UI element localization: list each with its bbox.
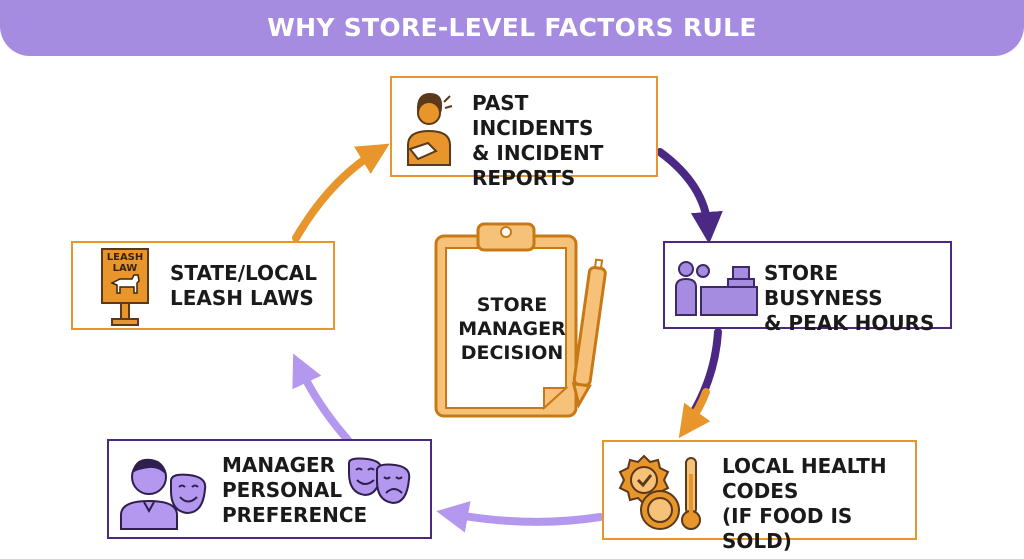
- store-busyness-label: STORE BUSYNESS & PEAK HOURS: [764, 261, 935, 335]
- arrow-health-to-manager: [436, 501, 604, 533]
- factor-manager-preference: MANAGER PERSONAL PREFERENCE: [107, 439, 432, 539]
- health-codes-label: LOCAL HEALTH CODES (IF FOOD IS SOLD): [722, 454, 887, 553]
- leash-laws-label: STATE/LOCAL LEASH LAWS: [170, 261, 317, 310]
- arrow-busyness-to-health-tip: [678, 388, 711, 439]
- leash-law-sign-icon: LEASH LAW: [101, 248, 149, 326]
- comedy-tragedy-masks-icon: [348, 457, 411, 505]
- clipboard-pen-icon: [434, 222, 607, 418]
- page-title: WHY STORE-LEVEL FACTORS RULE: [267, 13, 757, 42]
- factor-store-busyness: STORE BUSYNESS & PEAK HOURS: [663, 241, 952, 335]
- arrow-leash-to-incidents: [292, 143, 390, 242]
- factor-leash-laws: LEASH LAW STATE/LOCAL LEASH LAWS: [71, 241, 335, 330]
- checkout-counter-icon: [675, 261, 758, 316]
- manager-masks-icon: [120, 458, 207, 530]
- injured-person-icon: [407, 93, 453, 166]
- arrow-incidents-to-busyness: [656, 148, 723, 244]
- leash-sign-text: LEASH: [107, 252, 144, 263]
- past-incidents-label: PAST INCIDENTS & INCIDENT REPORTS: [472, 91, 604, 190]
- svg-text:LAW: LAW: [113, 263, 138, 274]
- arrow-manager-to-leash: [292, 353, 352, 444]
- certificate-thermometer-icon: [618, 454, 701, 530]
- factor-past-incidents: PAST INCIDENTS & INCIDENT REPORTS: [390, 76, 658, 190]
- center-decision-label: STORE MANAGER DECISION: [458, 294, 566, 364]
- title-banner: [0, 0, 1024, 56]
- factor-health-codes: LOCAL HEALTH CODES (IF FOOD IS SOLD): [602, 440, 917, 553]
- manager-preference-label: MANAGER PERSONAL PREFERENCE: [222, 453, 368, 527]
